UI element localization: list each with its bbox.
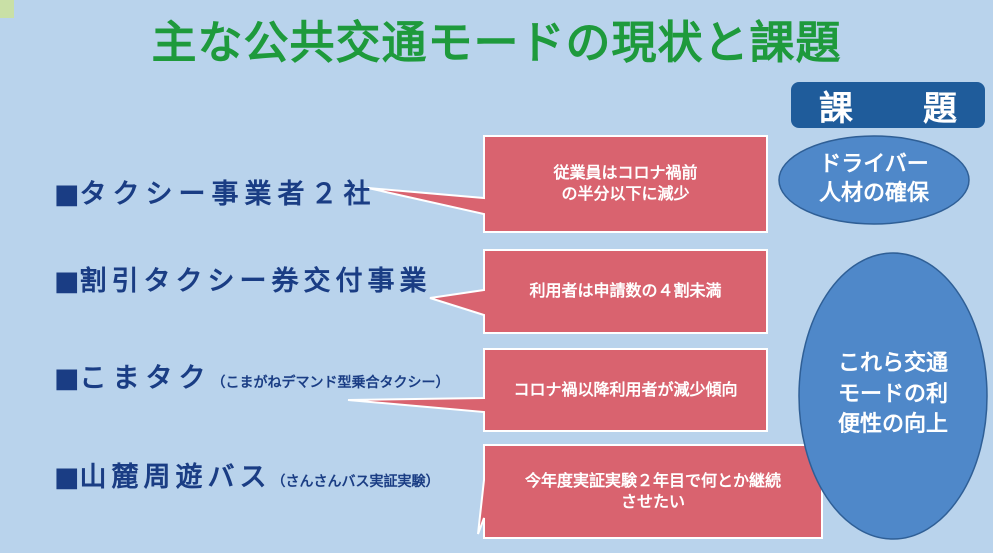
- square-marker-icon: ■: [54, 179, 80, 210]
- issue-line: 便性の向上: [837, 412, 948, 438]
- square-marker-icon: ■: [54, 462, 80, 493]
- callout-line: の半分以下に減少: [561, 184, 690, 203]
- mode-label-sub: （さんさんバス実証実験）: [271, 474, 440, 490]
- page-title: 主な公共交通モードの現状と課題: [151, 16, 842, 69]
- callout-shape-3: [347, 348, 768, 432]
- callout-line: コロナ禍以降利用者が減少傾向: [513, 379, 738, 399]
- callout-text-2: 利用者は申請数の４割未満: [484, 250, 767, 333]
- issue-line: モードの利: [837, 381, 948, 407]
- mode-label-sanroku-bus: ■山麓周遊バス（さんさんバス実証実験）: [54, 455, 440, 494]
- mode-label-taxi: ■タクシー事業者２社: [54, 172, 377, 211]
- mode-label-text: こまタク: [79, 363, 212, 394]
- issue-text-2: これら交通 モードの利 便性の向上: [805, 300, 981, 490]
- issue-line: 人材の確保: [818, 181, 929, 206]
- issue-line: これら交通: [837, 350, 948, 376]
- mode-label-text: タクシー事業者２社: [79, 179, 377, 210]
- callout-line: 今年度実証実験２年目で何とか継続: [524, 470, 781, 490]
- callout-text-1: 従業員はコロナ禍前 の半分以下に減少: [484, 136, 767, 232]
- mode-label-text: 山麓周遊バス: [79, 462, 272, 493]
- callout-line: 従業員はコロナ禍前: [553, 163, 698, 183]
- callout-line: 利用者は申請数の４割未満: [529, 281, 722, 301]
- corner-mark: [0, 0, 14, 18]
- square-marker-icon: ■: [54, 363, 80, 394]
- mode-label-sub: （こまがねデマンド型乗合タクシー）: [211, 375, 450, 391]
- issue-ellipse-1: [778, 135, 970, 225]
- callout-line: させたい: [620, 491, 685, 511]
- callout-text-3: コロナ禍以降利用者が減少傾向: [484, 349, 767, 431]
- square-marker-icon: ■: [54, 266, 80, 297]
- issue-ellipse-2: [798, 252, 988, 540]
- issue-text-1: ドライバー 人材の確保: [779, 136, 969, 224]
- issues-header: 課 題: [791, 82, 985, 129]
- mode-label-discount-taxi: ■割引タクシー券交付事業: [54, 259, 432, 298]
- issue-line: ドライバー: [819, 152, 929, 178]
- callout-shape-1: [367, 135, 768, 233]
- mode-label-text: 割引タクシー券交付事業: [79, 266, 432, 297]
- callout-text-4: 今年度実証実験２年目で何とか継続 させたい: [484, 445, 822, 538]
- mode-label-komataku: ■こまタク（こまがねデマンド型乗合タクシー）: [54, 356, 450, 395]
- callout-shape-2: [429, 249, 768, 334]
